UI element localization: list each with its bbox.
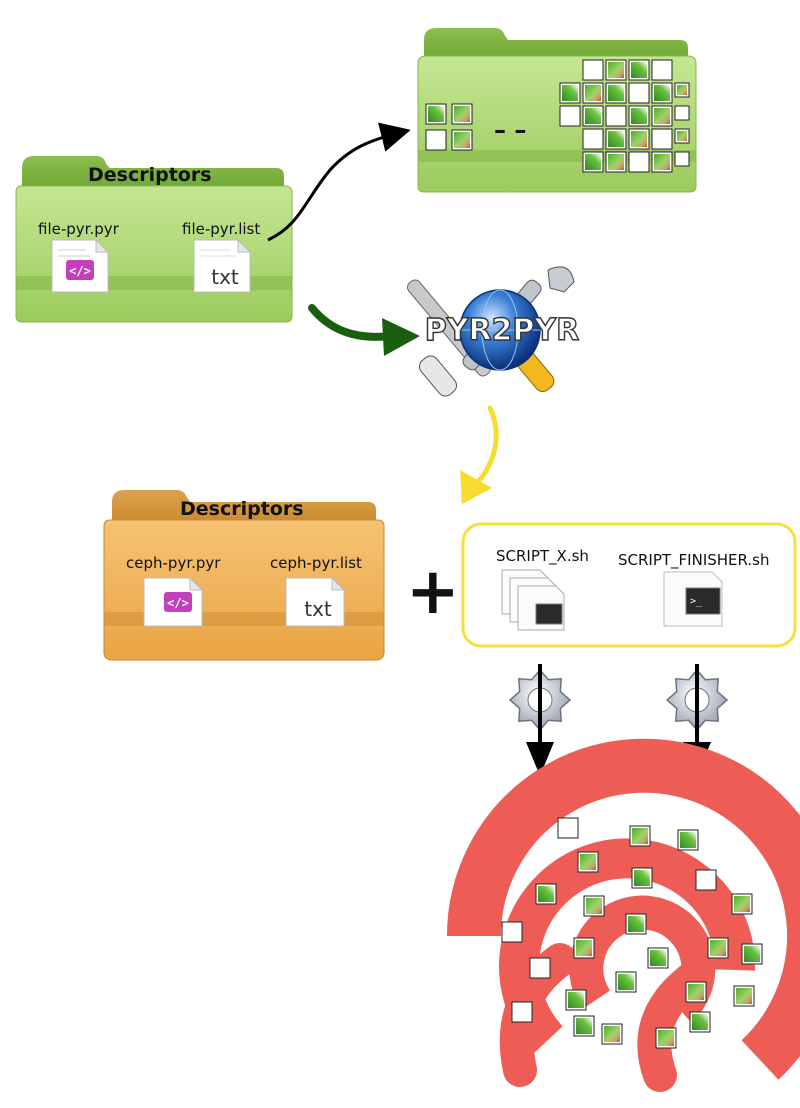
arrow-to-outputs bbox=[460, 405, 499, 504]
text-file-icon: txt bbox=[285, 576, 346, 627]
script-name-label: SCRIPT_FINISHER.sh bbox=[618, 551, 770, 569]
map-tile bbox=[557, 817, 579, 839]
svg-text:</>: </> bbox=[167, 596, 189, 610]
map-tile bbox=[605, 82, 627, 104]
arrow-to-tool bbox=[308, 304, 420, 356]
map-tile bbox=[741, 943, 763, 965]
file-name-label: ceph-pyr.list bbox=[270, 554, 362, 572]
map-tile bbox=[631, 867, 653, 889]
descriptors-bottom-title: Descriptors bbox=[180, 498, 304, 520]
text-file-icon: txt bbox=[193, 238, 252, 293]
map-tile bbox=[425, 103, 447, 125]
xml-code-file-icon: </> bbox=[51, 238, 110, 293]
map-tile bbox=[731, 893, 753, 915]
map-tile bbox=[582, 128, 604, 150]
map-tile bbox=[605, 59, 627, 81]
map-tile bbox=[651, 128, 673, 150]
map-tile bbox=[559, 82, 581, 104]
map-tile bbox=[501, 921, 523, 943]
script-name-label: SCRIPT_X.sh bbox=[496, 547, 589, 565]
map-tile bbox=[577, 851, 599, 873]
map-tile bbox=[628, 59, 650, 81]
map-tile bbox=[628, 128, 650, 150]
map-tile bbox=[689, 1011, 711, 1033]
plus-sign: + bbox=[406, 555, 460, 629]
map-tile bbox=[529, 957, 551, 979]
map-tile bbox=[651, 105, 673, 127]
map-tile bbox=[605, 128, 627, 150]
map-tile bbox=[451, 129, 473, 151]
map-tile bbox=[605, 151, 627, 173]
map-tile bbox=[674, 128, 690, 144]
map-tile bbox=[651, 82, 673, 104]
map-tile bbox=[601, 1023, 623, 1045]
map-tile bbox=[674, 151, 690, 167]
down-arrow-icon bbox=[526, 742, 554, 776]
map-tile bbox=[651, 151, 673, 173]
terminal-script-stack-icon bbox=[501, 569, 565, 631]
map-tile bbox=[451, 103, 473, 125]
map-tile bbox=[583, 895, 605, 917]
map-tile bbox=[733, 985, 755, 1007]
file-name-label: file-pyr.list bbox=[182, 220, 261, 238]
map-tile bbox=[677, 829, 699, 851]
file-name-label: ceph-pyr.pyr bbox=[126, 554, 221, 572]
map-tile bbox=[582, 82, 604, 104]
xml-code-file-icon: </> bbox=[143, 576, 204, 627]
map-tile bbox=[707, 937, 729, 959]
map-tile bbox=[651, 59, 673, 81]
map-tile bbox=[674, 82, 690, 98]
svg-text:</>: </> bbox=[69, 264, 91, 278]
terminal-script-icon: >_ bbox=[663, 571, 723, 627]
map-tile bbox=[511, 1001, 533, 1023]
map-tile bbox=[628, 105, 650, 127]
svg-text:txt: txt bbox=[304, 597, 332, 621]
map-tile bbox=[573, 937, 595, 959]
process-gear-icon bbox=[508, 664, 572, 776]
map-tile bbox=[605, 105, 627, 127]
map-tile bbox=[695, 869, 717, 891]
globe-tools-icon bbox=[407, 266, 575, 397]
svg-text:>_: >_ bbox=[690, 596, 703, 607]
map-tile bbox=[629, 825, 651, 847]
map-tile bbox=[565, 989, 587, 1011]
map-tile bbox=[655, 1027, 677, 1049]
arrow-to-pyramid bbox=[267, 122, 411, 242]
map-tile bbox=[685, 981, 707, 1003]
map-tile bbox=[674, 105, 690, 121]
map-tile bbox=[628, 151, 650, 173]
file-name-label: file-pyr.pyr bbox=[38, 220, 119, 238]
descriptors-top-title: Descriptors bbox=[88, 164, 212, 186]
ceph-stored-tiles bbox=[501, 817, 763, 1049]
map-tile bbox=[628, 82, 650, 104]
map-tile bbox=[425, 129, 447, 151]
pyramid-ellipsis: – – bbox=[494, 116, 527, 144]
tool-name-label: PYR2PYR bbox=[425, 313, 580, 348]
tiled-pyramid-folder-icon bbox=[417, 28, 697, 193]
map-tile bbox=[582, 59, 604, 81]
map-tile bbox=[625, 913, 647, 935]
pyramid-tile-grid bbox=[425, 59, 690, 173]
map-tile bbox=[647, 947, 669, 969]
map-tile bbox=[559, 105, 581, 127]
map-tile bbox=[582, 151, 604, 173]
map-tile bbox=[615, 971, 637, 993]
map-tile bbox=[535, 883, 557, 905]
svg-text:txt: txt bbox=[211, 265, 239, 289]
ceph-storage-logo bbox=[447, 738, 800, 1092]
map-tile bbox=[573, 1015, 595, 1037]
map-tile bbox=[582, 105, 604, 127]
